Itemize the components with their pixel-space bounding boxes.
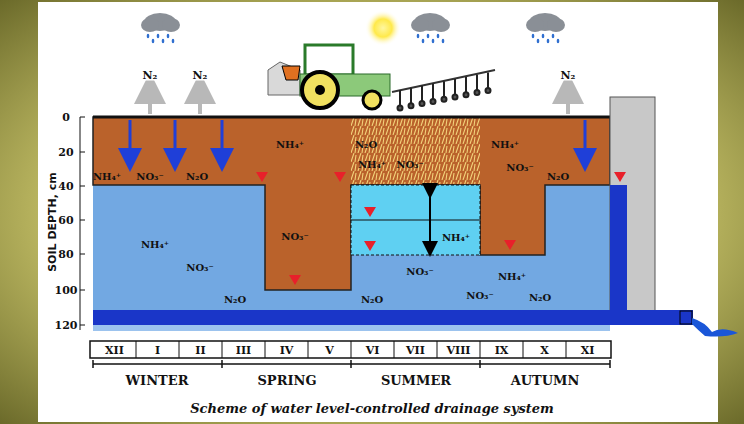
chemical-label: NO₃⁻ [406,267,434,277]
sun [365,10,401,46]
season-label: WINTER [126,374,189,387]
chemical-label: NO₃⁻ [466,291,494,301]
chemical-label: N₂O [529,293,551,303]
gas-label: N₂ [142,70,159,81]
chemical-label: N₂O [361,295,383,305]
crop-residue [351,118,480,184]
season-brackets [93,360,610,368]
chemical-label: NH₄⁺ [358,160,386,170]
depth-tick: 120 [55,320,78,331]
depth-tick: 80 [58,249,73,260]
season-label: SUMMER [381,374,451,387]
month-label: XII [105,345,124,356]
subsoil [93,325,610,331]
month-label: XI [581,345,595,356]
level-range-arrow [429,191,431,249]
chemical-label: NO₃⁻ [136,172,164,182]
chemical-label: NH₄⁺ [498,272,526,282]
month-label: II [195,345,205,356]
depth-tick: 60 [58,215,73,226]
drain-pipe [93,310,693,325]
water-level-line [351,220,480,221]
chemical-label: NH₄⁺ [491,140,519,150]
month-row [90,341,611,358]
gas-label: N₂ [560,70,577,81]
chemical-label: NH₄⁺ [276,140,304,150]
chemical-label: NO₃⁻ [506,163,534,173]
axis-ticks [80,117,85,325]
rain-drops [147,34,560,43]
emission-arrows [150,88,568,114]
overflow-channel [610,185,627,325]
month-label: X [540,345,549,356]
month-label: VII [406,345,425,356]
chemical-label: N₂O [355,140,377,150]
water-table-marks [256,172,626,285]
outlet [680,311,692,324]
month-label: I [155,345,160,356]
depth-axis [80,117,81,330]
tractor [268,45,390,109]
axis-title: SOIL DEPTH, cm [47,172,58,272]
soil-layer [93,117,610,290]
depth-tick: 100 [55,285,78,296]
panel [38,2,718,422]
month-dividers [136,341,566,358]
season-label: SPRING [257,374,316,387]
chemical-label: N₂O [224,295,246,305]
depth-tick: 0 [62,112,70,123]
month-label: III [236,345,251,356]
chemical-label: NH₄⁺ [93,172,121,182]
chemical-label: N₂O [186,172,208,182]
caption: Scheme of water level-controlled drainag… [190,402,554,415]
summer-water-zone [351,185,480,255]
month-label: VI [366,345,380,356]
chemical-label: N₂O [547,172,569,182]
planter [392,70,495,111]
gas-label: N₂ [192,70,209,81]
chemical-label: NO₃⁻ [186,263,214,273]
outflow-water [692,318,738,337]
groundwater [93,117,610,312]
infiltration-arrows [130,120,585,160]
month-label: V [325,345,334,356]
chemical-label: NH₄⁺ [141,240,169,250]
chemical-label: NO₃⁻ [281,232,309,242]
month-label: VIII [447,345,471,356]
ground-surface [93,116,612,119]
season-label: AUTUMN [511,374,580,387]
month-label: IX [495,345,509,356]
month-label: IV [280,345,294,356]
chemical-label: NO₃⁻ [396,160,424,170]
depth-tick: 40 [58,181,73,192]
depth-tick: 20 [58,147,73,158]
chemical-label: NH₄⁺ [442,233,470,243]
rain-clouds [141,13,565,32]
